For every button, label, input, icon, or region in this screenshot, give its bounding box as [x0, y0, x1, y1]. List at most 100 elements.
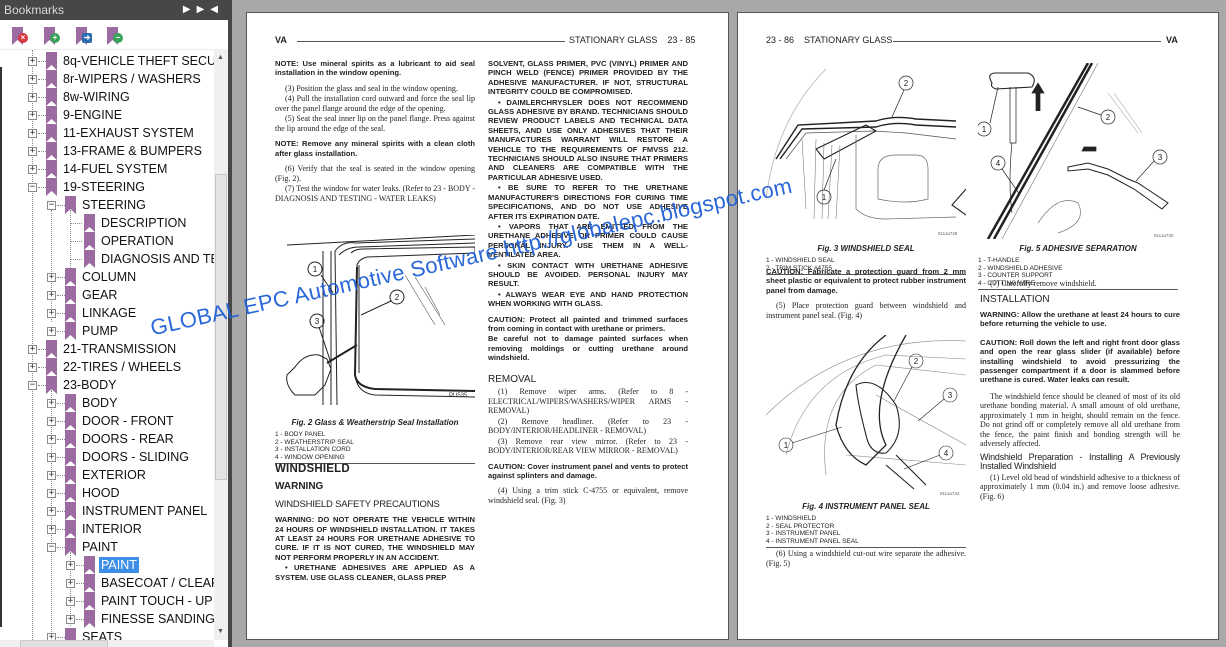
bookmark-label[interactable]: DOOR - FRONT: [82, 414, 174, 428]
bookmark-label[interactable]: 8r-WIPERS / WASHERS: [63, 72, 201, 86]
bookmark-label[interactable]: BODY: [82, 396, 118, 410]
bookmarks-vertical-scrollbar[interactable]: ▲ ▼: [214, 50, 228, 640]
bookmark-item[interactable]: +21-TRANSMISSION: [2, 340, 214, 358]
bookmark-item[interactable]: OPERATION: [2, 232, 214, 250]
expand-icon[interactable]: +: [28, 92, 37, 102]
bookmark-item[interactable]: + PAINT TOUCH - UP: [2, 592, 214, 610]
bookmark-label[interactable]: DOORS - SLIDING: [82, 450, 189, 464]
expand-icon[interactable]: +: [28, 74, 37, 84]
bookmark-label[interactable]: COLUMN: [82, 270, 137, 284]
bookmark-item[interactable]: DIAGNOSIS AND TE: [2, 250, 214, 268]
scroll-up-arrow-icon[interactable]: ▲: [217, 54, 224, 61]
bookmark-item[interactable]: +22-TIRES / WHEELS: [2, 358, 214, 376]
collapse-icon[interactable]: −: [28, 182, 37, 192]
bookmark-label[interactable]: 9-ENGINE: [63, 108, 123, 122]
bookmark-label[interactable]: 8q-VEHICLE THEFT SECURI: [63, 54, 214, 68]
bookmark-item[interactable]: −STEERING: [2, 196, 214, 214]
bookmark-item[interactable]: + COLUMN: [2, 268, 214, 286]
bookmark-item[interactable]: +EXTERIOR: [2, 466, 214, 484]
bookmark-label[interactable]: OPERATION: [101, 234, 174, 248]
expand-icon[interactable]: +: [28, 164, 37, 174]
bookmark-item[interactable]: + PAINT: [2, 556, 214, 574]
bookmark-item[interactable]: + PUMP: [2, 322, 214, 340]
bookmark-item[interactable]: + DOOR - FRONT: [2, 412, 214, 430]
expand-icon[interactable]: +: [28, 344, 37, 354]
bookmark-label[interactable]: FINESSE SANDING /: [101, 612, 214, 626]
bookmark-label[interactable]: PUMP: [82, 324, 119, 338]
bookmark-label[interactable]: 14-FUEL SYSTEM: [63, 162, 168, 176]
expand-icon[interactable]: +: [66, 614, 75, 624]
expand-icon[interactable]: +: [66, 560, 75, 570]
bookmark-item[interactable]: + DOORS - SLIDING: [2, 448, 214, 466]
collapse-icon[interactable]: −: [47, 542, 56, 552]
bookmarks-horizontal-scrollbar[interactable]: [0, 640, 214, 647]
bookmark-label[interactable]: 11-EXHAUST SYSTEM: [63, 126, 194, 140]
scroll-down-arrow-icon[interactable]: ▼: [217, 628, 224, 635]
bookmark-label[interactable]: PAINT: [82, 540, 118, 554]
expand-icon[interactable]: +: [47, 308, 56, 318]
expand-icon[interactable]: +: [47, 434, 56, 444]
bookmark-label[interactable]: 23-BODY: [63, 378, 117, 392]
bookmark-label[interactable]: BASECOAT / CLEAR(: [101, 576, 214, 590]
expand-icon[interactable]: +: [47, 326, 56, 336]
bookmark-item[interactable]: − PAINT: [2, 538, 214, 556]
bookmark-label[interactable]: GEAR: [82, 288, 118, 302]
panel-options-icon[interactable]: ▶▶: [182, 4, 211, 15]
expand-icon[interactable]: +: [47, 290, 56, 300]
expand-icon[interactable]: +: [47, 506, 56, 516]
bookmark-item[interactable]: +11-EXHAUST SYSTEM: [2, 124, 214, 142]
bookmark-label[interactable]: DIAGNOSIS AND TE: [101, 252, 214, 266]
bookmark-item[interactable]: − 23-BODY: [2, 376, 214, 394]
bookmark-item[interactable]: +13-FRAME & BUMPERS: [2, 142, 214, 160]
bookmark-label[interactable]: DESCRIPTION: [101, 216, 187, 230]
bookmark-label[interactable]: HOOD: [82, 486, 120, 500]
bookmark-item[interactable]: +8q-VEHICLE THEFT SECURI: [2, 52, 214, 70]
expand-icon[interactable]: +: [47, 416, 56, 426]
scrollbar-thumb[interactable]: [215, 174, 227, 480]
bookmark-label[interactable]: INTERIOR: [82, 522, 142, 536]
bookmark-label[interactable]: INSTRUMENT PANEL: [82, 504, 208, 518]
delete-bookmark-button[interactable]: ×: [12, 27, 32, 47]
bookmark-label[interactable]: PAINT TOUCH - UP: [101, 594, 213, 608]
bookmark-label[interactable]: 22-TIRES / WHEELS: [63, 360, 182, 374]
bookmark-item[interactable]: − 19-STEERING: [2, 178, 214, 196]
bookmark-item[interactable]: +8w-WIRING: [2, 88, 214, 106]
bookmark-label[interactable]: STEERING: [82, 198, 146, 212]
bookmark-label[interactable]: 8w-WIRING: [63, 90, 130, 104]
expand-icon[interactable]: +: [66, 596, 75, 606]
bookmark-item[interactable]: +14-FUEL SYSTEM: [2, 160, 214, 178]
bookmark-item[interactable]: +8r-WIPERS / WASHERS: [2, 70, 214, 88]
expand-icon[interactable]: +: [66, 578, 75, 588]
bookmark-item[interactable]: +9-ENGINE: [2, 106, 214, 124]
bookmark-label[interactable]: DOORS - REAR: [82, 432, 174, 446]
go-to-bookmark-button[interactable]: ➜: [76, 27, 96, 47]
bookmark-item[interactable]: + LINKAGE: [2, 304, 214, 322]
bookmark-label[interactable]: LINKAGE: [82, 306, 137, 320]
expand-icon[interactable]: +: [28, 146, 37, 156]
bookmark-item[interactable]: + GEAR: [2, 286, 214, 304]
expand-icon[interactable]: +: [47, 524, 56, 534]
bookmark-label[interactable]: EXTERIOR: [82, 468, 146, 482]
new-bookmark-button[interactable]: +: [44, 27, 64, 47]
expand-icon[interactable]: +: [47, 272, 56, 282]
expand-icon[interactable]: +: [47, 452, 56, 462]
bookmark-label[interactable]: 21-TRANSMISSION: [63, 342, 177, 356]
expand-bookmark-button[interactable]: −: [107, 27, 127, 47]
bookmark-label[interactable]: PAINT: [99, 557, 139, 573]
expand-icon[interactable]: +: [28, 128, 37, 138]
expand-icon[interactable]: +: [28, 362, 37, 372]
bookmark-item[interactable]: + INTERIOR: [2, 520, 214, 538]
expand-icon[interactable]: +: [28, 56, 37, 66]
expand-icon[interactable]: +: [47, 398, 56, 408]
bookmark-item[interactable]: + BASECOAT / CLEAR(: [2, 574, 214, 592]
bookmark-label[interactable]: 19-STEERING: [63, 180, 145, 194]
collapse-panel-icon[interactable]: ◀: [210, 4, 224, 15]
bookmark-item[interactable]: +HOOD: [2, 484, 214, 502]
bookmark-label[interactable]: SEATS: [82, 630, 123, 642]
bookmark-item[interactable]: + FINESSE SANDING /: [2, 610, 214, 628]
expand-icon[interactable]: +: [28, 110, 37, 120]
bookmark-item[interactable]: DESCRIPTION: [2, 214, 214, 232]
collapse-icon[interactable]: −: [28, 380, 37, 390]
bookmark-item[interactable]: + INSTRUMENT PANEL: [2, 502, 214, 520]
bookmark-label[interactable]: 13-FRAME & BUMPERS: [63, 144, 202, 158]
